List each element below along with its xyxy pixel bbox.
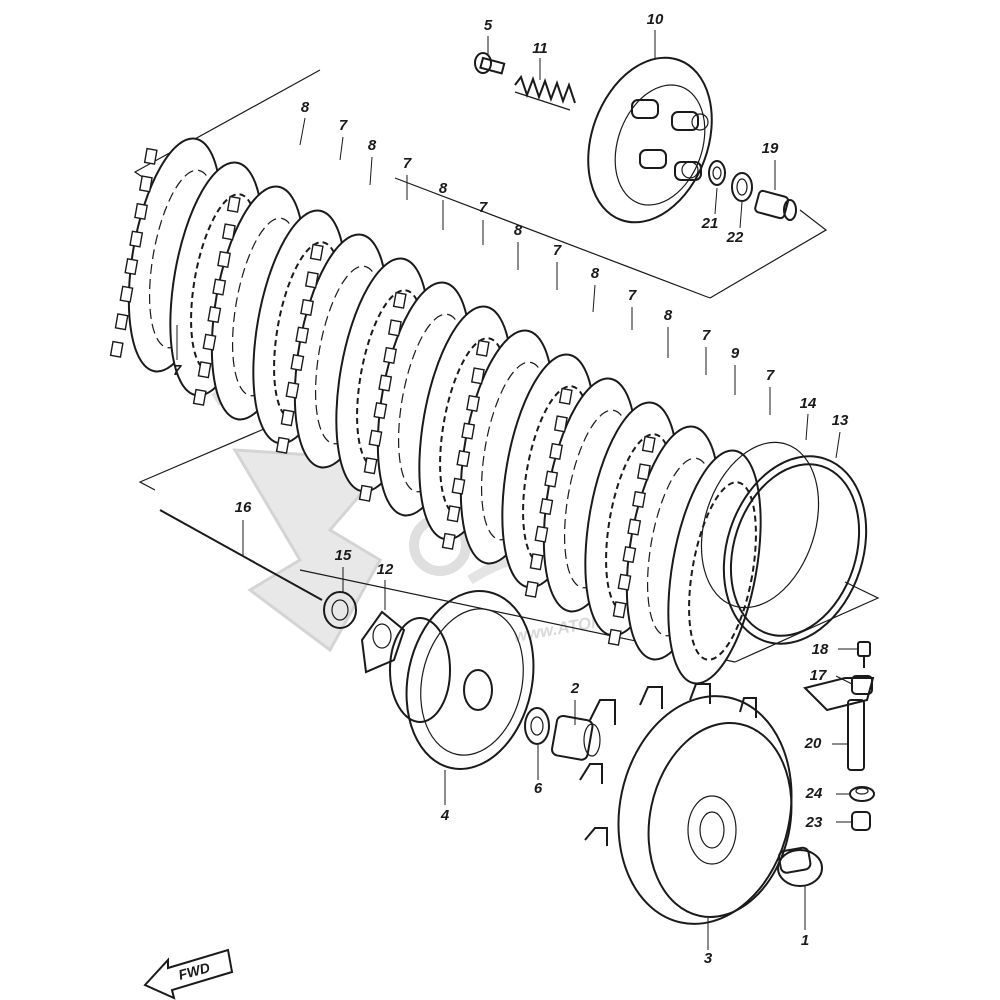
part-label-layer: 1234567777777788888891011121314151617181… bbox=[173, 11, 858, 967]
part-1-bush bbox=[777, 846, 823, 887]
part-13-ring bbox=[722, 455, 868, 645]
part-label-p7g: 7 bbox=[702, 327, 711, 344]
leader-line-p21 bbox=[714, 187, 718, 215]
clutch-plate-stack bbox=[109, 137, 762, 685]
part-label-p23: 23 bbox=[805, 814, 823, 831]
part-19-shaft bbox=[754, 189, 797, 221]
part-label-p12: 12 bbox=[377, 561, 394, 578]
part-label-p8c: 8 bbox=[439, 180, 448, 197]
part-label-p24: 24 bbox=[805, 785, 823, 802]
part-label-p8e: 8 bbox=[591, 265, 600, 282]
leader-line-p7b bbox=[339, 136, 344, 161]
part-22-bearing bbox=[731, 172, 753, 202]
part-24-seal bbox=[849, 786, 875, 802]
part-label-p20: 20 bbox=[804, 735, 822, 752]
part-12-lock-washer bbox=[360, 610, 406, 674]
part-label-p13: 13 bbox=[832, 412, 849, 429]
part-label-p11: 11 bbox=[532, 40, 548, 57]
upper-frame-bottom bbox=[394, 177, 711, 299]
part-label-p5: 5 bbox=[484, 17, 493, 34]
part-4-clutch-hub bbox=[389, 590, 535, 770]
part-label-p6: 6 bbox=[534, 780, 543, 797]
leader-line-p22 bbox=[739, 201, 743, 229]
part-label-p8b: 8 bbox=[368, 137, 377, 154]
part-15-nut bbox=[323, 591, 357, 629]
part-2-needle-bearing bbox=[551, 714, 601, 761]
leader-line-p17 bbox=[835, 675, 853, 685]
part-20-release-shaft bbox=[803, 677, 875, 771]
part-label-p14: 14 bbox=[800, 395, 817, 412]
leader-line-p8b bbox=[369, 156, 373, 186]
part-label-p1: 1 bbox=[801, 932, 809, 949]
part-label-p17: 17 bbox=[810, 667, 827, 684]
part-label-p15: 15 bbox=[335, 547, 352, 564]
part-label-p22: 22 bbox=[726, 229, 744, 246]
part-18-bolt bbox=[857, 641, 871, 668]
part-label-p3: 3 bbox=[704, 950, 713, 967]
part-5-bolt bbox=[474, 52, 506, 75]
part-label-p7b: 7 bbox=[339, 117, 348, 134]
part-label-p10: 10 bbox=[647, 11, 664, 28]
part-label-p4: 4 bbox=[440, 807, 450, 824]
part-3-clutch-basket bbox=[579, 683, 793, 925]
upper-group-frame-right bbox=[709, 209, 828, 299]
part-label-p7a: 7 bbox=[173, 362, 182, 379]
part-6-thrust-washer bbox=[524, 707, 550, 745]
part-11-spring bbox=[514, 74, 576, 111]
part-21-washer bbox=[708, 160, 726, 186]
part-label-p7f: 7 bbox=[628, 287, 637, 304]
leader-line-p14 bbox=[805, 413, 809, 441]
part-label-p7e: 7 bbox=[553, 242, 562, 259]
part-label-p7c: 7 bbox=[403, 155, 412, 172]
part-label-p16: 16 bbox=[235, 499, 252, 516]
part-label-p21: 21 bbox=[701, 215, 719, 232]
part-label-p7d: 7 bbox=[479, 199, 488, 216]
leader-line-p8a bbox=[299, 117, 306, 146]
part-16-push-rod bbox=[159, 509, 323, 601]
part-14-ring bbox=[700, 441, 820, 609]
part-label-p8f: 8 bbox=[664, 307, 673, 324]
part-10-pressure-plate bbox=[587, 56, 713, 224]
fwd-label: FWD bbox=[177, 959, 212, 983]
part-label-p9: 9 bbox=[731, 345, 740, 362]
fwd-arrow: FWD bbox=[143, 948, 234, 1000]
part-label-p7h: 7 bbox=[766, 367, 775, 384]
leader-line-p13 bbox=[835, 431, 841, 459]
leader-line-p8e bbox=[592, 284, 596, 313]
part-label-p8d: 8 bbox=[514, 222, 523, 239]
part-label-p8a: 8 bbox=[301, 99, 310, 116]
part-label-p18: 18 bbox=[812, 641, 829, 658]
lower-group-frame-right bbox=[734, 581, 880, 663]
part-23-bushing bbox=[851, 811, 871, 831]
part-label-p19: 19 bbox=[762, 140, 779, 157]
part-label-p2: 2 bbox=[570, 680, 580, 697]
